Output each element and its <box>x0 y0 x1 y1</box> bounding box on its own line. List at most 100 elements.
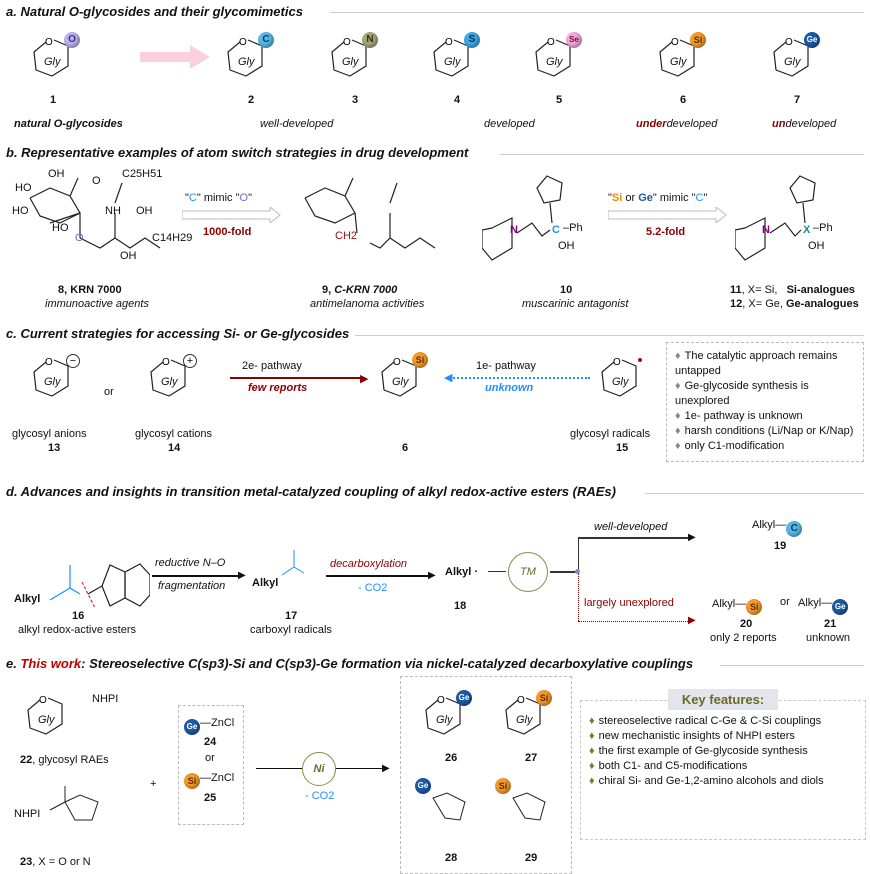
atom-badge: S <box>464 32 480 48</box>
atom-label: OH <box>120 250 137 262</box>
arrow-label: 1e- pathway <box>476 360 536 372</box>
text: Ge-glycoside synthesis is unexplored <box>675 380 809 407</box>
svg-text:O: O <box>45 357 53 368</box>
atom-badge: Si <box>184 773 200 789</box>
arrowhead-icon: ▶ <box>360 373 369 385</box>
x-label: X <box>803 224 811 236</box>
compound-name: Ge-analogues <box>785 298 859 310</box>
features-list: ♦stereoselective radical C-Ge & C-Si cou… <box>581 710 865 789</box>
text: C <box>695 192 704 204</box>
label: glycosyl cations <box>135 428 213 440</box>
compound-number: 25 <box>204 792 217 804</box>
section-c-title: c. Current strategies for accessing Si- … <box>6 326 350 341</box>
text: e. <box>6 656 21 671</box>
oh-label: OH <box>808 240 825 252</box>
feature-item: ♦new mechanistic insights of NHPI esters <box>589 730 795 742</box>
text: stereoselective radical C-Ge & C-Si coup… <box>598 715 822 727</box>
or-text: or <box>104 386 114 398</box>
section-e-title: e. This work: Stereoselective C(sp3)-Si … <box>6 656 693 671</box>
text: " mimic " <box>652 192 696 204</box>
carbon-label: C <box>552 224 560 236</box>
label-underdeveloped: underdeveloped <box>636 118 717 130</box>
pyran-ring-icon: O <box>27 695 63 735</box>
bond <box>550 571 578 573</box>
text: " <box>248 192 252 204</box>
atom-label: O <box>75 232 84 244</box>
gly-label: Gly <box>342 56 359 68</box>
svg-text:O: O <box>393 357 401 368</box>
gly-label: Gly <box>516 714 533 726</box>
nhpi-label: NHPI <box>14 808 41 820</box>
feature-item: ♦both C1- and C5-modifications <box>589 760 748 772</box>
label-undeveloped: undeveloped <box>772 118 836 130</box>
ring-structure <box>512 792 546 821</box>
pyran-ring-icon: O <box>601 357 637 397</box>
fold-label: 5.2-fold <box>646 226 686 238</box>
gly-label: Gly <box>392 376 409 388</box>
svg-text:O: O <box>39 695 47 706</box>
compound-number: 18 <box>454 600 467 612</box>
compound-name: KRN 7000 <box>70 284 122 296</box>
ph-label: –Ph <box>563 222 583 234</box>
compound-number: 26 <box>445 752 458 764</box>
atom-label: O <box>92 175 101 187</box>
arrow-label: - CO2 <box>358 582 388 594</box>
divider <box>330 12 864 13</box>
text: new mechanistic insights of NHPI esters <box>598 730 795 742</box>
text: O <box>239 192 249 204</box>
text: Alkyl <box>798 597 822 609</box>
text: X= Ge, <box>748 298 783 310</box>
alkyl-label: Alkyl <box>14 593 41 605</box>
gly-label: Gly <box>784 56 801 68</box>
text: or <box>622 192 639 204</box>
or-text: or <box>205 752 215 764</box>
arrow-label: unknown <box>485 382 534 394</box>
svg-text:O: O <box>162 357 170 368</box>
text: ZnCl <box>211 772 235 784</box>
compound-number: 15 <box>616 442 629 454</box>
divider <box>500 154 864 155</box>
compound-9-label: 9, C-KRN 7000 <box>322 284 398 296</box>
label: glycosyl radicals <box>570 428 651 440</box>
text: Alkyl <box>712 598 736 610</box>
compound-number: 11 <box>730 284 742 296</box>
compound-number: 3 <box>352 94 359 106</box>
text: Ph <box>569 222 583 234</box>
compound-number: 6 <box>680 94 687 106</box>
gly-label: Gly <box>44 56 61 68</box>
text: , X = O or N <box>32 856 91 868</box>
plus-charge-icon: + <box>183 354 197 368</box>
atom-badge: C <box>258 32 274 48</box>
gly-label: Gly <box>612 376 629 388</box>
compound-number: 6 <box>402 442 409 454</box>
dioxolane-structure <box>50 786 99 821</box>
feature-item: ♦the first example of Ge-glycoside synth… <box>589 745 808 757</box>
arrowhead-icon: ▶ <box>238 570 246 581</box>
text: harsh conditions (Li/Nap or K/Nap) <box>684 425 854 437</box>
arrow-well-developed <box>578 537 690 539</box>
compound-22-label: 22, glycosyl RAEs <box>20 754 109 766</box>
arrow-label: 2e- pathway <box>242 360 302 372</box>
divider <box>645 493 864 494</box>
text: Si <box>611 192 623 204</box>
arrowhead-icon: ▶ <box>688 615 696 626</box>
compound-number: 12 <box>730 298 743 310</box>
atom-label: HO <box>15 182 32 194</box>
compound-number: 9 <box>322 284 329 296</box>
atom-label: HO <box>12 205 29 217</box>
key-features-box: Key features: ♦stereoselective radical C… <box>580 689 866 840</box>
text: " <box>185 192 189 204</box>
compound-number: 27 <box>525 752 538 764</box>
arrow-1e <box>450 377 590 379</box>
gly-label: Gly <box>238 56 255 68</box>
pink-arrow <box>140 45 210 69</box>
atom-label: HO <box>52 222 69 234</box>
